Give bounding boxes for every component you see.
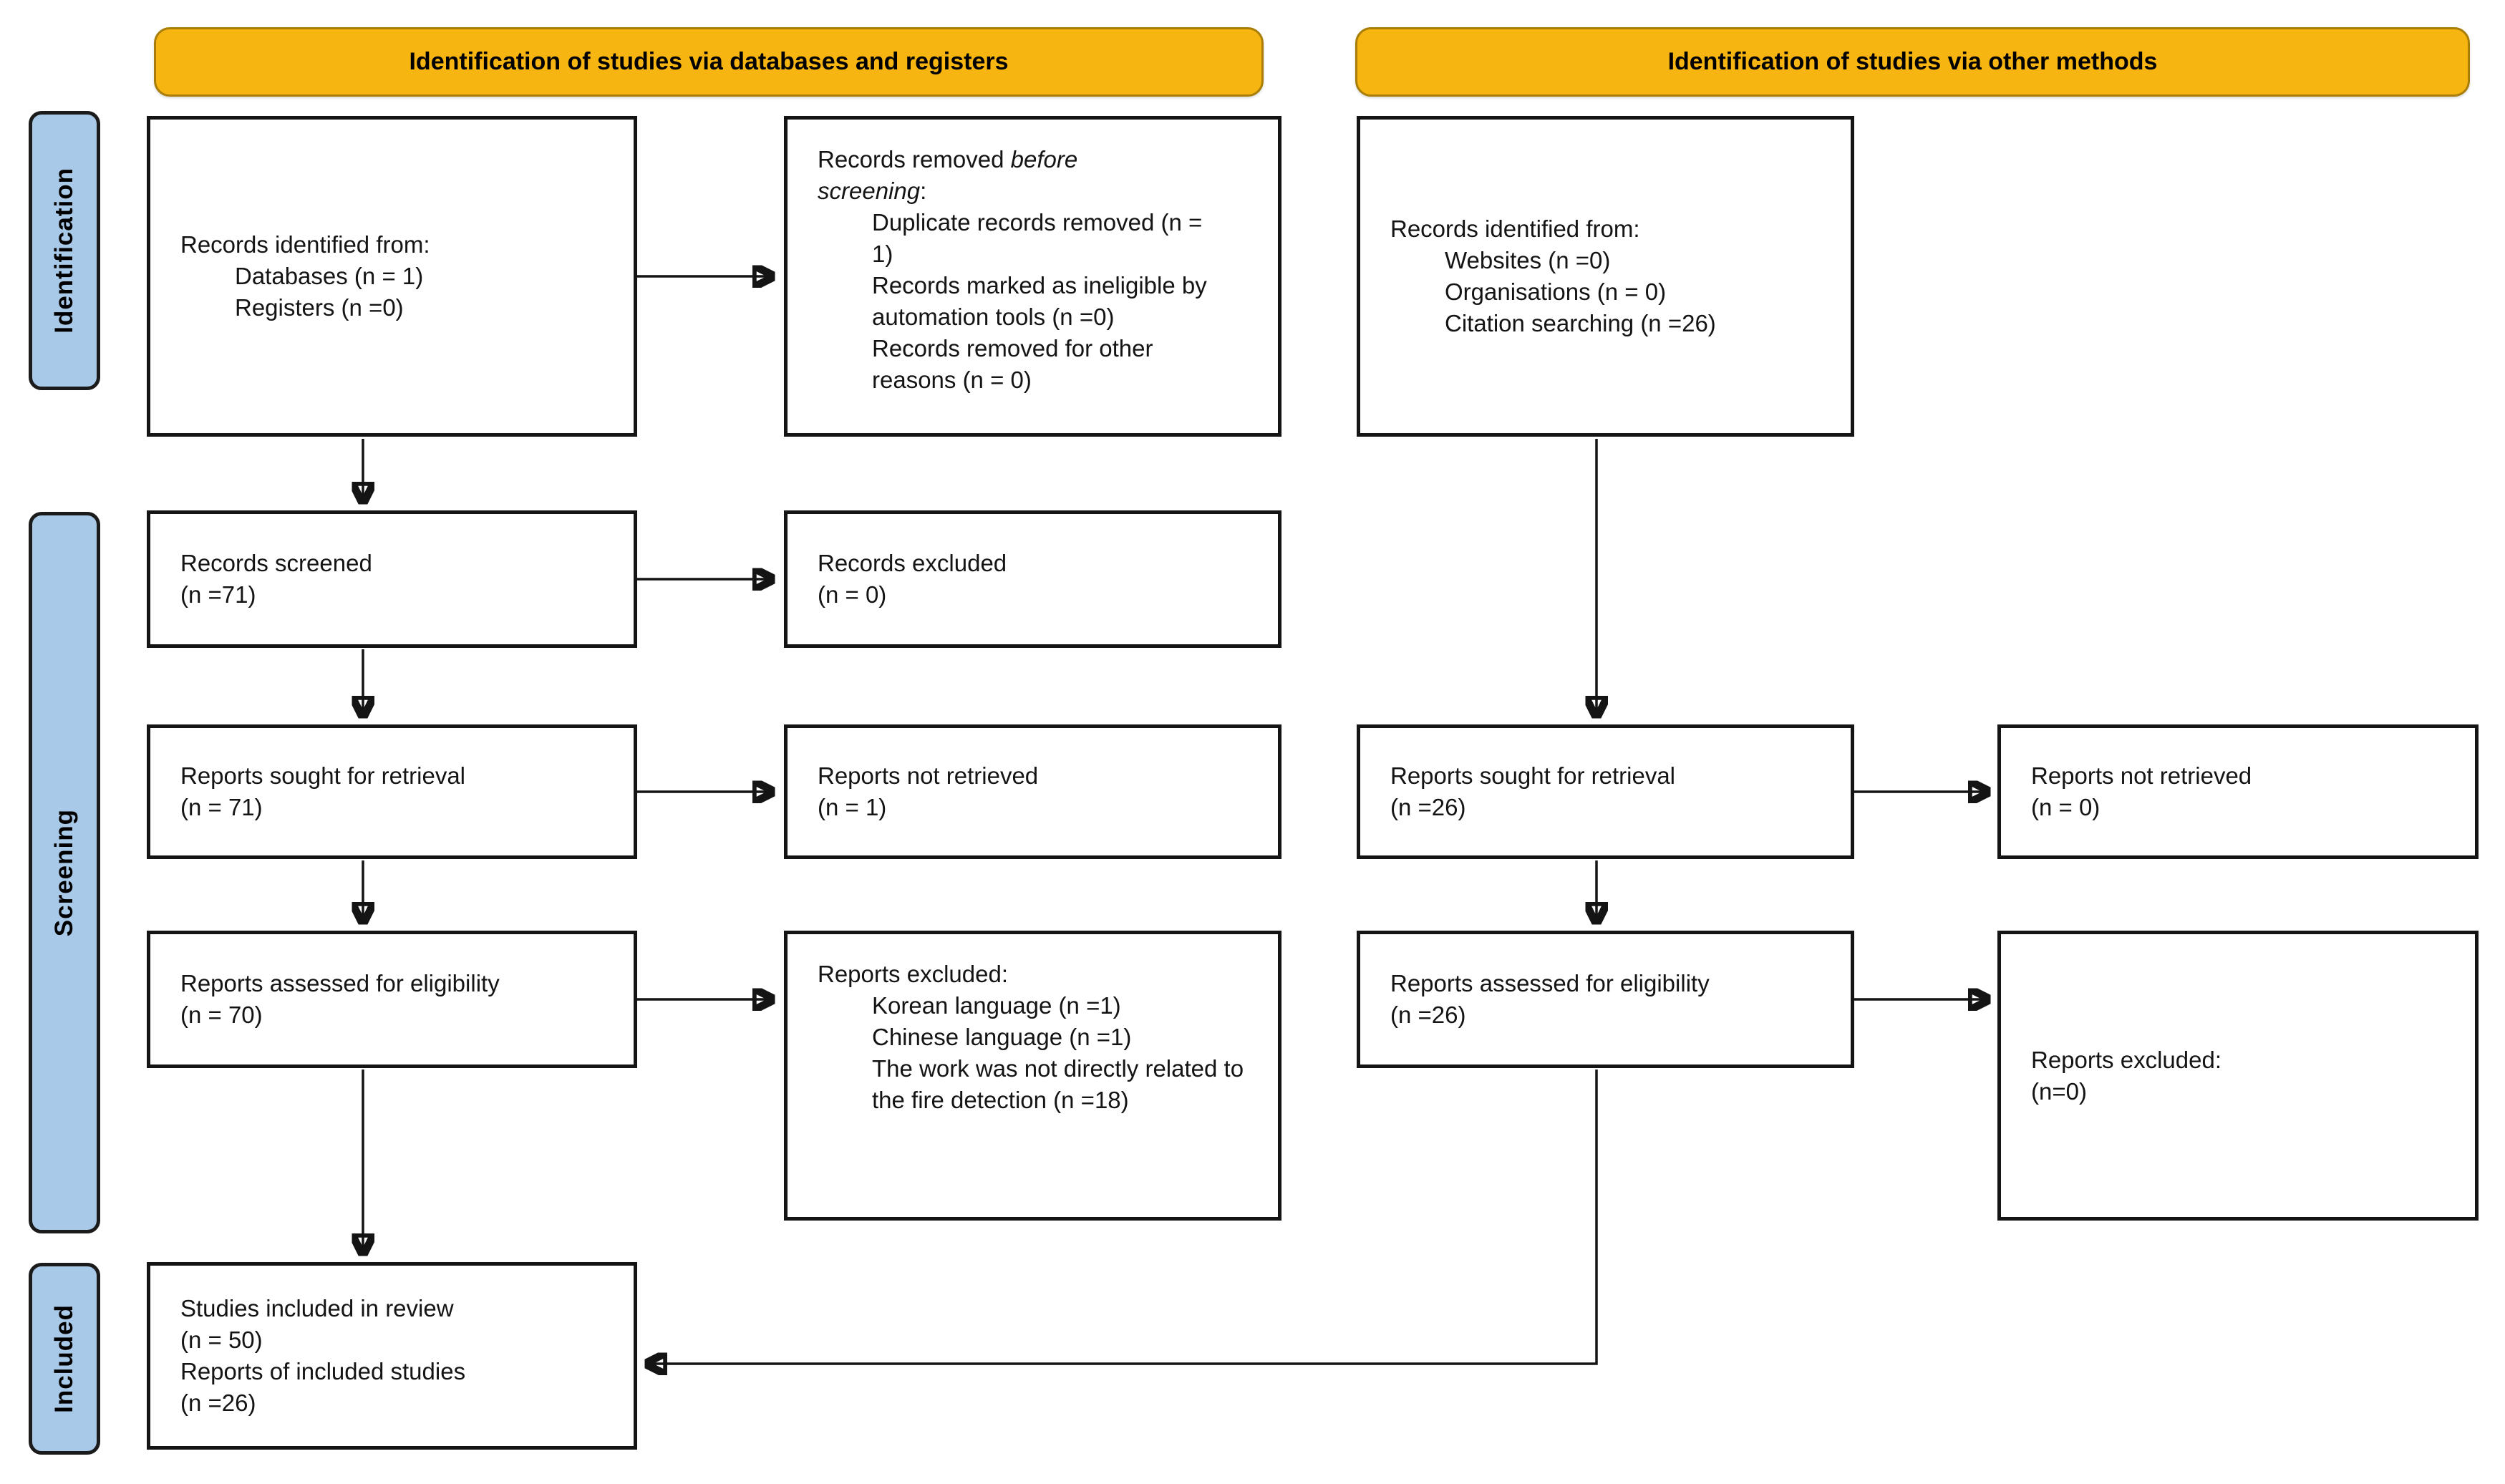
stage-label-screening-text: Screening [50,808,78,937]
box-item: Duplicate records removed (n = 1) [872,209,1203,267]
flow-box-reports-assessed-other: Reports assessed for eligibility (n =26) [1357,931,1854,1068]
box-text-line: Reports not retrieved [818,762,1039,789]
flow-box-reports-sought-databases: Reports sought for retrieval (n = 71) [147,724,637,859]
box-text-line: Records excluded [818,550,1007,576]
flow-box-reports-excluded-other: Reports excluded: (n=0) [1997,931,2479,1221]
flow-box-records-screened: Records screened (n =71) [147,510,637,648]
box-item: Registers (n =0) [235,294,404,321]
stage-label-included-text: Included [50,1304,78,1413]
box-item: Citation searching (n =26) [1445,310,1716,336]
box-count-line: (n =26) [180,1390,256,1416]
box-title-italic: before [1010,146,1078,173]
box-count-line: (n = 50) [180,1327,263,1353]
box-item: Records marked as ineligible by automati… [872,272,1207,330]
box-count-line: (n =71) [180,581,256,608]
box-count-line: (n = 0) [2031,794,2101,820]
flow-box-reports-excluded-databases: Reports excluded: Korean language (n =1)… [784,931,1281,1221]
column-header-databases-registers: Identification of studies via databases … [154,27,1264,97]
flow-box-reports-not-retrieved-databases: Reports not retrieved (n = 1) [784,724,1281,859]
flow-box-studies-included: Studies included in review (n = 50) Repo… [147,1262,637,1450]
box-text-line: Reports excluded: [2031,1046,2221,1073]
stage-label-screening: Screening [29,512,100,1233]
box-text-line: Reports assessed for eligibility [180,970,500,996]
box-count-line: (n = 71) [180,794,263,820]
box-title-italic: screening [818,178,921,204]
box-count-line: (n = 1) [818,794,887,820]
box-item: The work was not directly related to the… [872,1055,1244,1113]
stage-label-identification: Identification [29,111,100,390]
box-item: Websites (n =0) [1445,247,1611,273]
flow-box-records-excluded: Records excluded (n = 0) [784,510,1281,648]
box-title: Records identified from: [180,231,430,258]
box-title: Records identified from: [1390,215,1640,242]
box-item: Records removed for other reasons (n = 0… [872,335,1153,393]
box-text-line: Studies included in review [180,1295,454,1321]
column-header-other-methods: Identification of studies via other meth… [1355,27,2470,97]
box-title-line: Records removed before [818,144,1210,175]
box-text-line: Reports of included studies [180,1358,466,1384]
box-title: Reports excluded: [818,961,1008,987]
box-item: Databases (n = 1) [235,263,424,289]
box-item: Chinese language (n =1) [872,1024,1132,1050]
box-text-line: Reports sought for retrieval [1390,762,1676,789]
box-text-line: Reports sought for retrieval [180,762,466,789]
box-count-line: (n = 0) [818,581,887,608]
box-text-line: Records screened [180,550,372,576]
flow-box-reports-assessed-databases: Reports assessed for eligibility (n = 70… [147,931,637,1068]
box-title-text: : [920,178,927,204]
box-count-line: (n = 70) [180,1002,263,1028]
box-title-line: screening: [818,175,1210,207]
box-count-line: (n =26) [1390,794,1466,820]
box-item: Korean language (n =1) [872,992,1121,1019]
flow-box-records-identified-other: Records identified from: Websites (n =0)… [1357,116,1854,437]
box-count-line: (n=0) [2031,1077,2087,1105]
box-count-line: (n =26) [1390,1002,1466,1028]
flow-box-records-removed-before-screening: Records removed before screening: Duplic… [784,116,1281,437]
flow-box-reports-sought-other: Reports sought for retrieval (n =26) [1357,724,1854,859]
stage-label-included: Included [29,1263,100,1455]
box-text-line: Reports not retrieved [2031,762,2252,789]
flow-box-records-identified-databases: Records identified from: Databases (n = … [147,116,637,437]
flow-box-reports-not-retrieved-other: Reports not retrieved (n = 0) [1997,724,2479,859]
stage-label-identification-text: Identification [50,168,78,334]
box-title-text: Records removed [818,146,1011,173]
box-item: Organisations (n = 0) [1445,278,1667,305]
box-text-line: Reports assessed for eligibility [1390,970,1710,996]
